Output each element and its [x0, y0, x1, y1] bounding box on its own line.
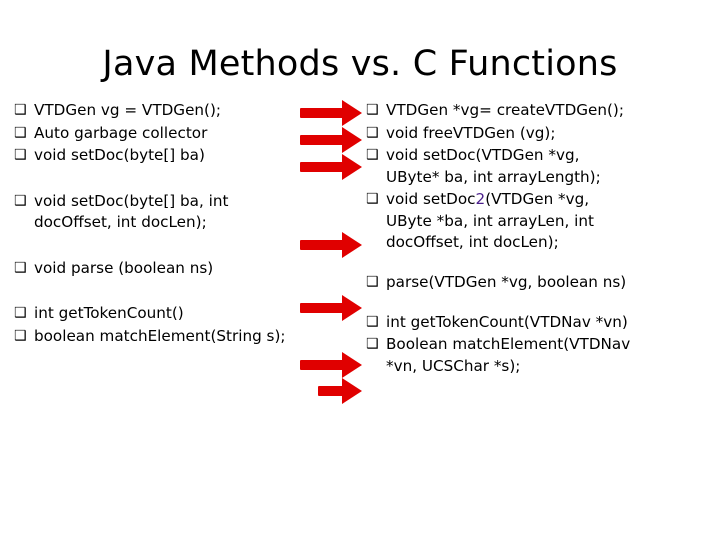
list-item-label: void parse (boolean ns) — [34, 258, 214, 277]
left-column: ❑ VTDGen vg = VTDGen(); ❑ Auto garbage coll… — [14, 100, 292, 349]
bullet-group: ❑ void parse (boolean ns) — [14, 258, 292, 280]
accent-token: 2 — [475, 190, 486, 209]
list-item-label: parse(VTDGen *vg, boolean ns) — [386, 273, 627, 292]
square-bullet-icon: ❑ — [366, 147, 379, 164]
list-item-label: VTDGen vg = VTDGen(); — [34, 101, 222, 119]
list-item: ❑ void freeVTDGen (vg); — [366, 123, 714, 145]
list-item-label: int getTokenCount() — [34, 304, 184, 323]
list-item: ❑ void setDoc(VTDGen *vg, UByte* ba, int … — [366, 145, 714, 188]
square-bullet-icon: ❑ — [366, 336, 379, 353]
list-item: ❑ Auto garbage collector — [14, 123, 292, 145]
square-bullet-icon: ❑ — [366, 124, 379, 141]
bullet-group: ❑ int getTokenCount(VTDNav *vn) ❑ Boolean m… — [366, 312, 714, 378]
square-bullet-icon: ❑ — [14, 102, 27, 118]
list-item-label: boolean matchElement(String s); — [34, 327, 286, 346]
square-bullet-icon: ❑ — [14, 124, 27, 141]
list-item: ❑ void parse (boolean ns) — [14, 258, 292, 280]
bullet-group: ❑ void setDoc2(VTDGen *vg, UByte *ba, int… — [366, 189, 714, 254]
list-item: ❑ boolean matchElement(String s); — [14, 326, 292, 348]
list-item-label: void setDoc(VTDGen *vg, UByte* ba, int a… — [386, 146, 601, 186]
square-bullet-icon: ❑ — [366, 274, 379, 291]
bullet-group: ❑ VTDGen vg = VTDGen(); ❑ Auto garbage coll… — [14, 100, 292, 167]
square-bullet-icon: ❑ — [14, 259, 27, 276]
square-bullet-icon: ❑ — [14, 328, 27, 345]
list-item-label: void setDoc(byte[] ba, int docOffset, in… — [34, 191, 229, 232]
right-column: ❑ VTDGen *vg= createVTDGen(); ❑ void freeVT… — [366, 100, 714, 378]
list-item: ❑ parse(VTDGen *vg, boolean ns) — [366, 272, 714, 294]
label-part: (VTDGen *vg, UByte *ba, int arrayLen, in… — [386, 190, 594, 252]
bullet-group: ❑ VTDGen *vg= createVTDGen(); ❑ void freeVT… — [366, 100, 714, 188]
list-item: ❑ VTDGen *vg= createVTDGen(); — [366, 100, 714, 122]
label-part: void setDoc — [386, 190, 476, 209]
bullet-group: ❑ int getTokenCount() ❑ boolean matchElemen… — [14, 303, 292, 347]
list-item: ❑ int getTokenCount(VTDNav *vn) — [366, 312, 714, 334]
list-item: ❑ Boolean matchElement(VTDNav *vn, UCSCha… — [366, 334, 714, 377]
list-item: ❑ void setDoc(byte[] ba) — [14, 145, 292, 167]
list-item: ❑ VTDGen vg = VTDGen(); — [14, 100, 292, 122]
square-bullet-icon: ❑ — [14, 192, 27, 209]
list-item: ❑ void setDoc2(VTDGen *vg, UByte *ba, int… — [366, 189, 714, 254]
page-title: Java Methods vs. C Functions — [102, 44, 618, 84]
square-bullet-icon: ❑ — [366, 313, 379, 330]
list-item: ❑ void setDoc(byte[] ba, int docOffset, i… — [14, 191, 292, 234]
bullet-group: ❑ parse(VTDGen *vg, boolean ns) — [366, 272, 714, 294]
list-item: ❑ int getTokenCount() — [14, 303, 292, 325]
square-bullet-icon: ❑ — [14, 147, 27, 164]
list-item-label: Boolean matchElement(VTDNav *vn, UCSChar… — [386, 335, 631, 375]
list-item-label: void setDoc(byte[] ba) — [34, 146, 205, 165]
bullet-group: ❑ void setDoc(byte[] ba, int docOffset, i… — [14, 191, 292, 234]
list-item-label: int getTokenCount(VTDNav *vn) — [386, 312, 628, 331]
list-item-label: void freeVTDGen (vg); — [386, 123, 556, 142]
list-item-label: Auto garbage collector — [34, 123, 208, 142]
square-bullet-icon: ❑ — [14, 305, 27, 322]
list-item-label: void setDoc2(VTDGen *vg, UByte *ba, int … — [386, 189, 714, 254]
list-item-label: VTDGen *vg= createVTDGen(); — [386, 101, 624, 119]
square-bullet-icon: ❑ — [366, 102, 379, 118]
square-bullet-icon: ❑ — [366, 191, 379, 208]
